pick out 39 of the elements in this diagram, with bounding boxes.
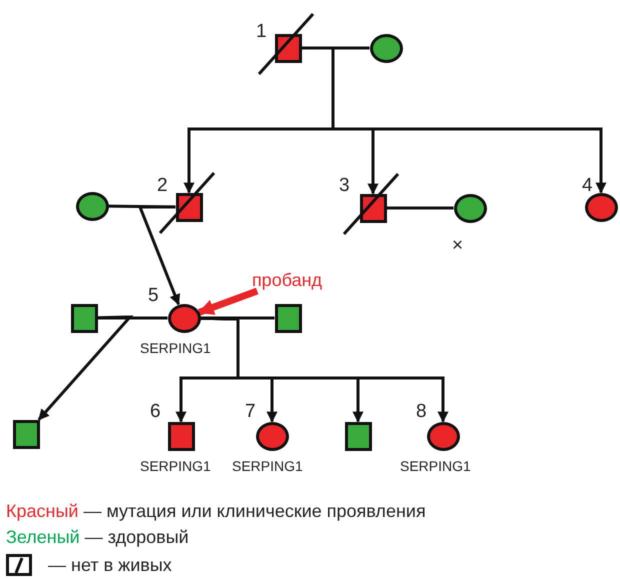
male-square (12, 420, 40, 448)
gene-label: SERPING1 (232, 459, 303, 473)
female-circle (168, 304, 200, 332)
person-number: 3 (339, 176, 350, 195)
female-circle (76, 192, 108, 220)
gene-label: SERPING1 (140, 459, 211, 473)
connector-line (200, 316, 274, 320)
arrow (138, 206, 180, 306)
male-square (168, 422, 194, 450)
legend-color-word: Красный (6, 502, 78, 520)
female-circle (370, 34, 402, 62)
legend-text: — нет в живых (48, 556, 172, 574)
male-square (70, 304, 98, 332)
connector-line (386, 206, 454, 210)
person-number: 2 (157, 176, 168, 195)
person-number: 5 (148, 286, 159, 305)
female-circle (454, 194, 486, 222)
gene-label: SERPING1 (400, 459, 471, 473)
person-number: 1 (256, 22, 267, 41)
female-circle (256, 422, 288, 450)
person-number: 6 (150, 402, 161, 421)
female-circle (584, 192, 618, 222)
arrow (200, 316, 448, 423)
person-number: 7 (245, 402, 256, 421)
connector-line (98, 316, 168, 320)
legend-color-word: Зеленый (6, 528, 80, 546)
arrow (198, 288, 258, 316)
person-number: × (452, 236, 464, 255)
legend-text: — здоровый (84, 528, 189, 546)
gene-label: SERPING1 (140, 341, 211, 355)
person-number: 8 (416, 402, 427, 421)
legend-text: — мутация или клинические проявления (82, 502, 426, 520)
female-circle (426, 422, 460, 450)
arrow (302, 46, 606, 194)
arrow (38, 315, 134, 420)
male-square (274, 304, 302, 332)
proband-label: пробанд (247, 269, 327, 291)
male-square (344, 422, 372, 450)
person-number: 4 (582, 176, 593, 195)
